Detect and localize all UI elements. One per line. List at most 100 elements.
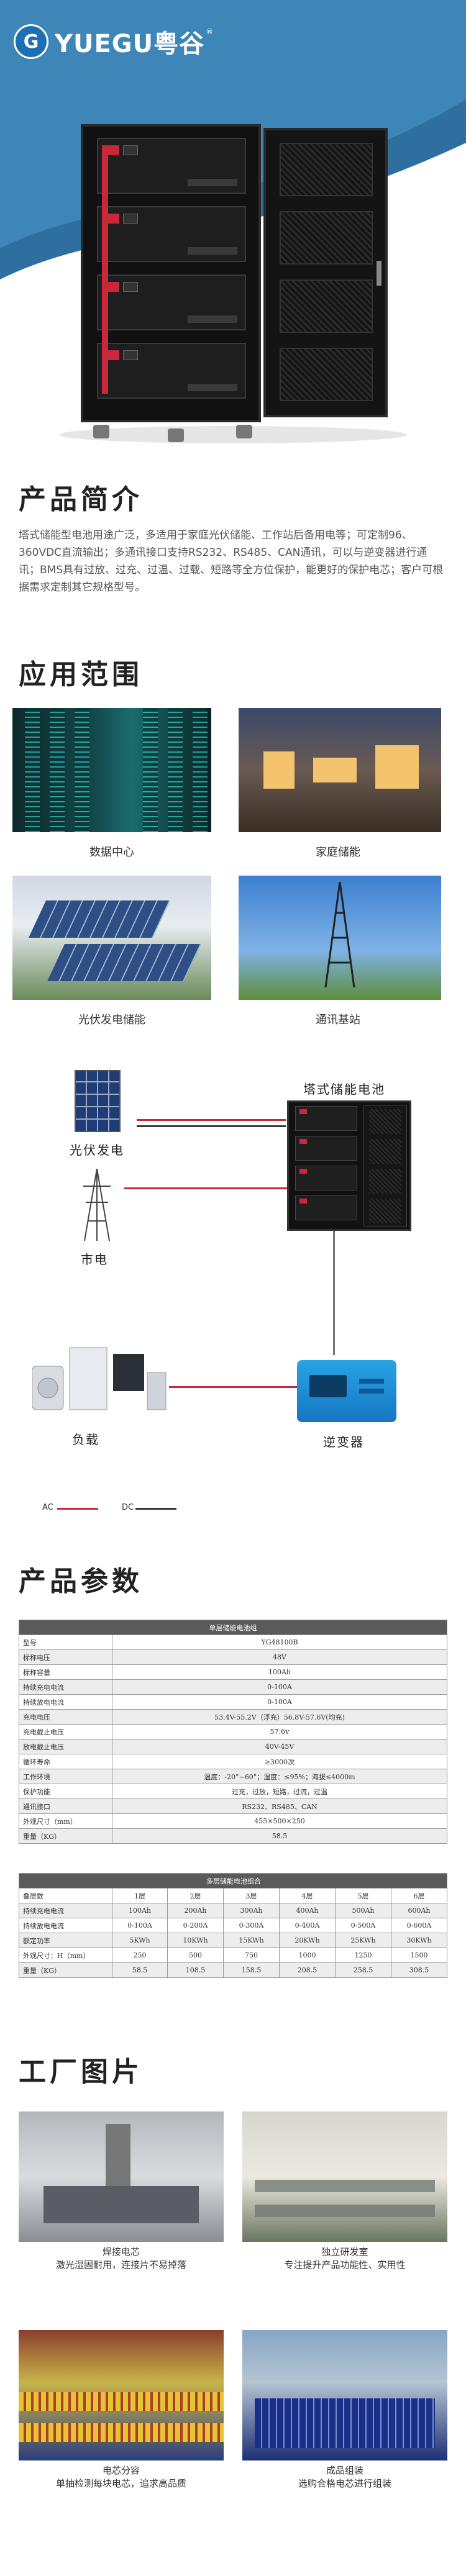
door-handle-icon xyxy=(377,261,381,286)
spec-value: 0-200A xyxy=(167,1918,224,1933)
spec-value: RS232、RS485、CAN xyxy=(112,1798,447,1814)
spec-label: 循环寿命 xyxy=(19,1754,112,1769)
legend-ac: AC xyxy=(42,1503,53,1512)
table-row: 保护功能过充，过放，短路，过流，过温 xyxy=(19,1784,447,1799)
diagram-label-battery: 塔式储能电池 xyxy=(303,1082,385,1097)
spec-value: 455×500×250 xyxy=(112,1813,447,1829)
spec-value: 58.5 xyxy=(112,1962,168,1978)
legend-ac-swatch xyxy=(57,1508,98,1510)
spec-value: YG48100B xyxy=(112,1635,447,1650)
intro-text: 塔式储能型电池用途广泛，多适用于家庭光伏储能、工作站后备用电等；可定制96、36… xyxy=(19,529,444,594)
spec-value: 308.5 xyxy=(390,1962,448,1978)
factory-photo-assembly xyxy=(242,2330,447,2460)
battery-module xyxy=(97,343,246,399)
spec-value: 温度：-20°~60°；湿度：≤95%；海拔≤4000m xyxy=(112,1769,447,1784)
spec-value: 0-100A xyxy=(112,1679,447,1695)
registered-mark: ® xyxy=(206,27,214,36)
column-header: 2层 xyxy=(167,1888,224,1903)
application-label: 数据中心 xyxy=(89,846,134,859)
spec-value: 0-600A xyxy=(390,1918,448,1933)
spec-value: 500 xyxy=(167,1948,224,1963)
spec-value: 53.4V-55.2V（浮充）56.8V-57.6V(均充) xyxy=(112,1709,447,1725)
ac-line xyxy=(124,1187,287,1189)
diagram-label-grid: 市电 xyxy=(81,1252,108,1267)
application-label: 家庭储能 xyxy=(316,846,360,859)
spec-value: 100Ah xyxy=(112,1903,168,1918)
appliances-icon xyxy=(32,1347,167,1410)
solar-panel-icon xyxy=(75,1070,121,1132)
factory-photo-lab xyxy=(242,2111,447,2242)
table-row: 工作环境温度：-20°~60°；湿度：≤95%；海拔≤4000m xyxy=(19,1769,447,1784)
solar-photo xyxy=(12,876,211,1000)
diagram-label-inverter: 逆变器 xyxy=(323,1435,364,1449)
brand-logo: G YUEGU粤谷 ® xyxy=(14,24,213,60)
application-label: 通讯基站 xyxy=(316,1014,360,1027)
spec-value: 0-500A xyxy=(334,1918,391,1933)
spec-value: 1250 xyxy=(334,1948,391,1963)
spec-value: 1500 xyxy=(390,1948,448,1963)
spec-label: 持续充电电流 xyxy=(19,1679,112,1695)
column-header: 叠层数 xyxy=(19,1888,112,1903)
spec-label: 通讯接口 xyxy=(19,1798,112,1814)
spec-value: 1000 xyxy=(278,1948,336,1963)
spec-value: 0-100A xyxy=(112,1694,447,1710)
spec-label: 外观尺寸：H（mm） xyxy=(19,1948,112,1963)
intro-title: 产品简介 xyxy=(19,484,143,515)
spec-label: 持续放电电流 xyxy=(19,1694,112,1710)
spec-value: 0-400A xyxy=(278,1918,336,1933)
spec-value: 400Ah xyxy=(278,1903,336,1918)
table-row: 重量（KG）58.5 xyxy=(19,1828,447,1844)
home-storage-photo xyxy=(239,708,441,832)
spec-label: 保护功能 xyxy=(19,1784,112,1799)
spec-label: 重量（KG） xyxy=(19,1828,112,1844)
column-header: 1层 xyxy=(112,1888,168,1903)
battery-module xyxy=(97,138,246,194)
table-title: 单层储能电池组 xyxy=(19,1620,447,1635)
table-title: 多层储能电池组合 xyxy=(19,1873,447,1889)
column-header: 6层 xyxy=(390,1888,448,1903)
spec-label: 额定功率 xyxy=(19,1933,112,1948)
spec-value: 57.6v xyxy=(112,1724,447,1739)
battery-inverter-link xyxy=(333,1231,335,1355)
column-header: 5层 xyxy=(334,1888,391,1903)
applications-title: 应用范围 xyxy=(19,659,143,691)
spec-value: 200Ah xyxy=(167,1903,224,1918)
factory-caption: 电芯分容 单抽检测每块电芯，追求高品质 xyxy=(55,2465,186,2489)
params-title: 产品参数 xyxy=(19,1566,143,1597)
battery-cabinet-image xyxy=(81,124,261,422)
spec-label: 标称容量 xyxy=(19,1664,112,1680)
column-header: 3层 xyxy=(222,1888,280,1903)
table-row: 循环寿命≥3000次 xyxy=(19,1754,447,1769)
diagram-label-pv: 光伏发电 xyxy=(70,1143,124,1158)
spec-value: 500Ah xyxy=(334,1903,391,1918)
cabinet-door xyxy=(263,128,388,417)
ac-line xyxy=(137,1119,286,1121)
spec-label: 充电电压 xyxy=(19,1709,112,1725)
logo-mark-icon: G xyxy=(14,24,48,59)
spec-label: 重量（KG） xyxy=(19,1962,112,1978)
caster-wheel xyxy=(168,429,184,442)
spec-value: 100Ah xyxy=(112,1664,447,1680)
table-row: 外观尺寸（mm）455×500×250 xyxy=(19,1813,447,1829)
caster-wheel xyxy=(93,425,109,438)
spec-value: 58.5 xyxy=(112,1828,447,1844)
spec-label: 持续充电电流 xyxy=(19,1903,112,1918)
battery-module xyxy=(97,206,246,262)
spec-label: 外观尺寸（mm） xyxy=(19,1813,112,1829)
tower-icon xyxy=(324,881,355,988)
factory-caption: 独立研发室 专注提升产品功能性、实用性 xyxy=(284,2246,406,2270)
brand-name: YUEGU粤谷 xyxy=(55,30,205,58)
dc-line xyxy=(137,1125,286,1127)
